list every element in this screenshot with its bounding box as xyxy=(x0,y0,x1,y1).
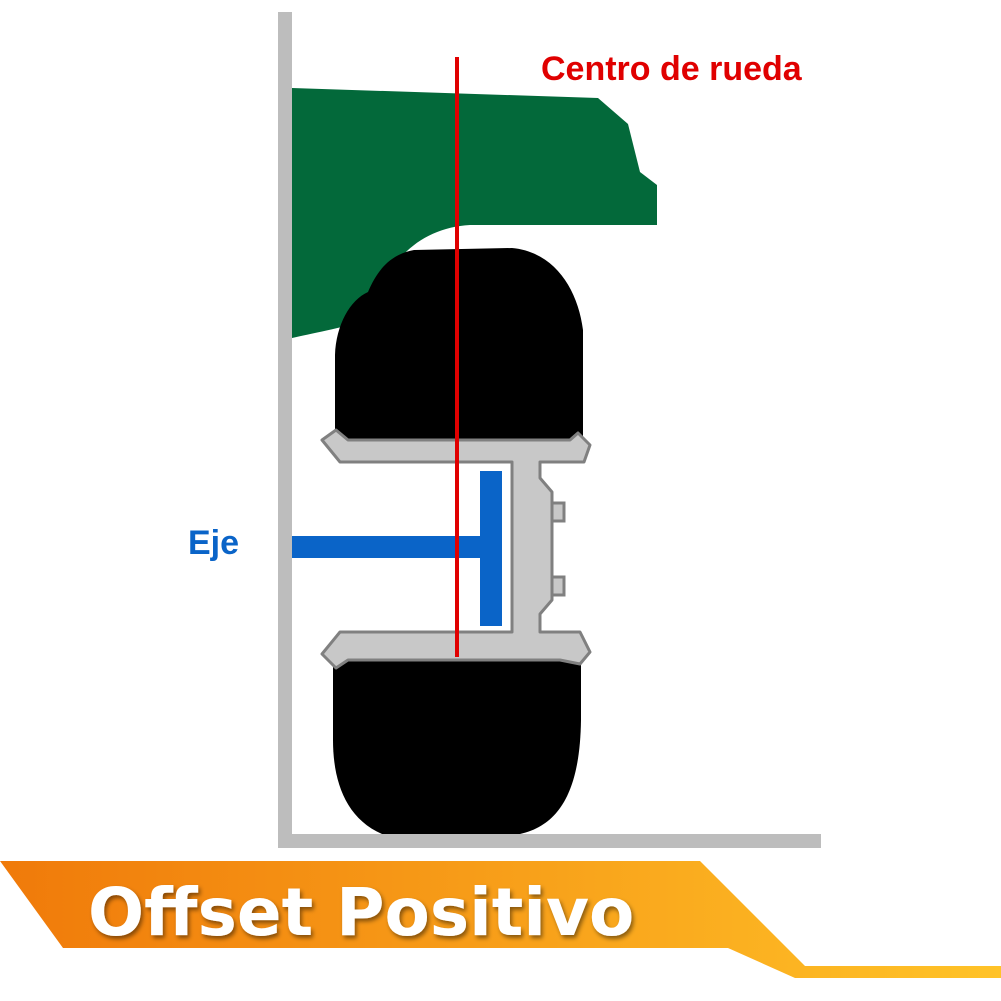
wheel-center-label: Centro de rueda xyxy=(541,50,803,88)
reference-frame xyxy=(278,12,821,848)
rim-bolt-upper xyxy=(550,501,566,523)
axle-shaft xyxy=(292,536,498,558)
wheel-center-line xyxy=(455,57,459,657)
rim-profile xyxy=(320,428,592,670)
axle-label: Eje xyxy=(188,524,239,562)
axle-hub-flange xyxy=(480,471,502,626)
ground-line xyxy=(278,834,821,848)
mounting-plane-line xyxy=(278,12,292,848)
banner-shape xyxy=(0,861,1001,978)
banner-title: Offset Positivo xyxy=(88,874,634,951)
wheel-rim-icon xyxy=(320,428,592,670)
tire-lower-icon xyxy=(333,660,581,834)
axle-icon xyxy=(292,471,502,626)
rim-bolt-lower xyxy=(550,575,566,597)
title-banner: Offset Positivo xyxy=(0,861,1001,978)
